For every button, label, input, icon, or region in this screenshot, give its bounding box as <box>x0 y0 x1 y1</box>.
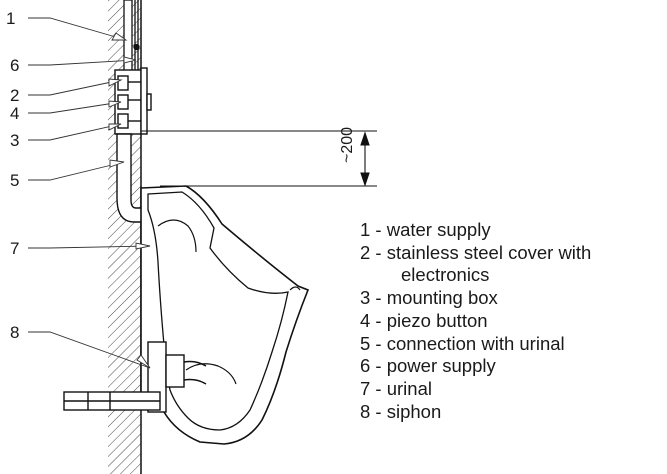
legend-item-1: 1 - water supply <box>360 219 491 240</box>
callout-4: 4 <box>10 104 19 123</box>
dimension-marker <box>141 130 377 187</box>
legend-item-7: 7 - urinal <box>360 377 432 399</box>
callout-7: 7 <box>10 239 19 258</box>
callout-5: 5 <box>10 171 19 190</box>
callout-1: 1 <box>6 9 15 28</box>
legend-item-3: 3 - mounting box <box>360 287 498 309</box>
legend-item-2: 2 - stainless steel cover with <box>360 241 592 263</box>
legend-item-6: 6 - power supply <box>360 355 496 377</box>
dimension-label: ~200 <box>339 127 356 163</box>
leader-lines <box>28 17 151 369</box>
legend: 1 - water supply 2 - stainless steel cov… <box>360 219 591 423</box>
stainless-steel-cover <box>140 67 152 135</box>
callout-6: 6 <box>10 56 19 75</box>
callout-8: 8 <box>10 323 19 342</box>
legend-item-8: 8 - siphon <box>360 400 442 422</box>
leader-arrowheads <box>108 32 151 369</box>
legend-item-2-continued: electronics <box>401 264 490 286</box>
callout-2: 2 <box>10 86 19 105</box>
legend-item-5: 5 - connection with urinal <box>360 332 565 354</box>
siphon <box>63 341 207 413</box>
callout-3: 3 <box>10 131 19 150</box>
legend-item-4: 4 - piezo button <box>360 309 488 331</box>
